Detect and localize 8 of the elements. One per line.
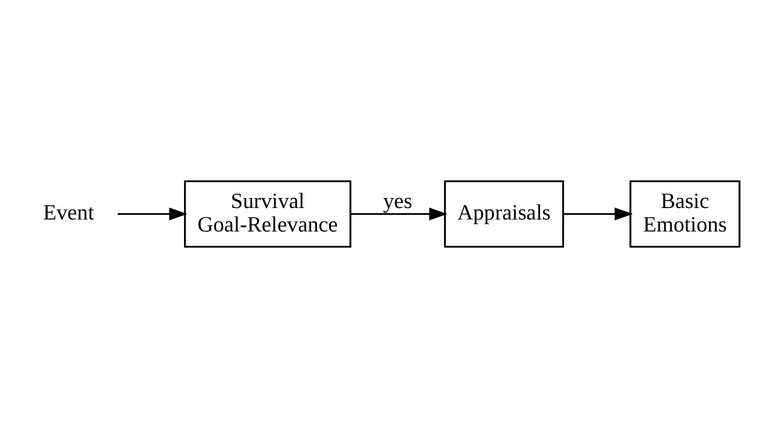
node-text: Event [43, 200, 94, 225]
arrow [563, 208, 633, 220]
node-box: Basic Emotions [630, 180, 740, 248]
node-box: Appraisals [444, 180, 564, 248]
edge-label: yes [383, 188, 412, 213]
arrow [350, 208, 448, 220]
arrow [118, 208, 188, 220]
node-box: Survival Goal-Relevance [184, 180, 352, 248]
